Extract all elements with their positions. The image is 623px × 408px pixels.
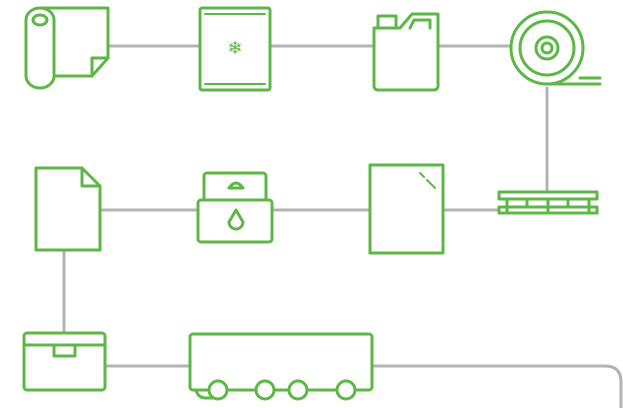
canister-icon bbox=[372, 12, 440, 92]
frozen-package-icon: ❄ bbox=[198, 6, 272, 92]
edge-trailer-exit bbox=[370, 364, 623, 408]
snowflake-icon: ❄ bbox=[227, 38, 242, 59]
document-icon bbox=[34, 166, 102, 252]
pallet-icon bbox=[497, 190, 599, 215]
connectors bbox=[62, 44, 623, 408]
box-icon bbox=[22, 331, 107, 392]
tape-roll-icon bbox=[509, 10, 602, 86]
liquid-pouch-icon bbox=[196, 171, 274, 244]
trailer-icon bbox=[188, 332, 374, 401]
glass-pane-icon bbox=[368, 163, 445, 255]
paper-roll-icon bbox=[24, 6, 110, 90]
